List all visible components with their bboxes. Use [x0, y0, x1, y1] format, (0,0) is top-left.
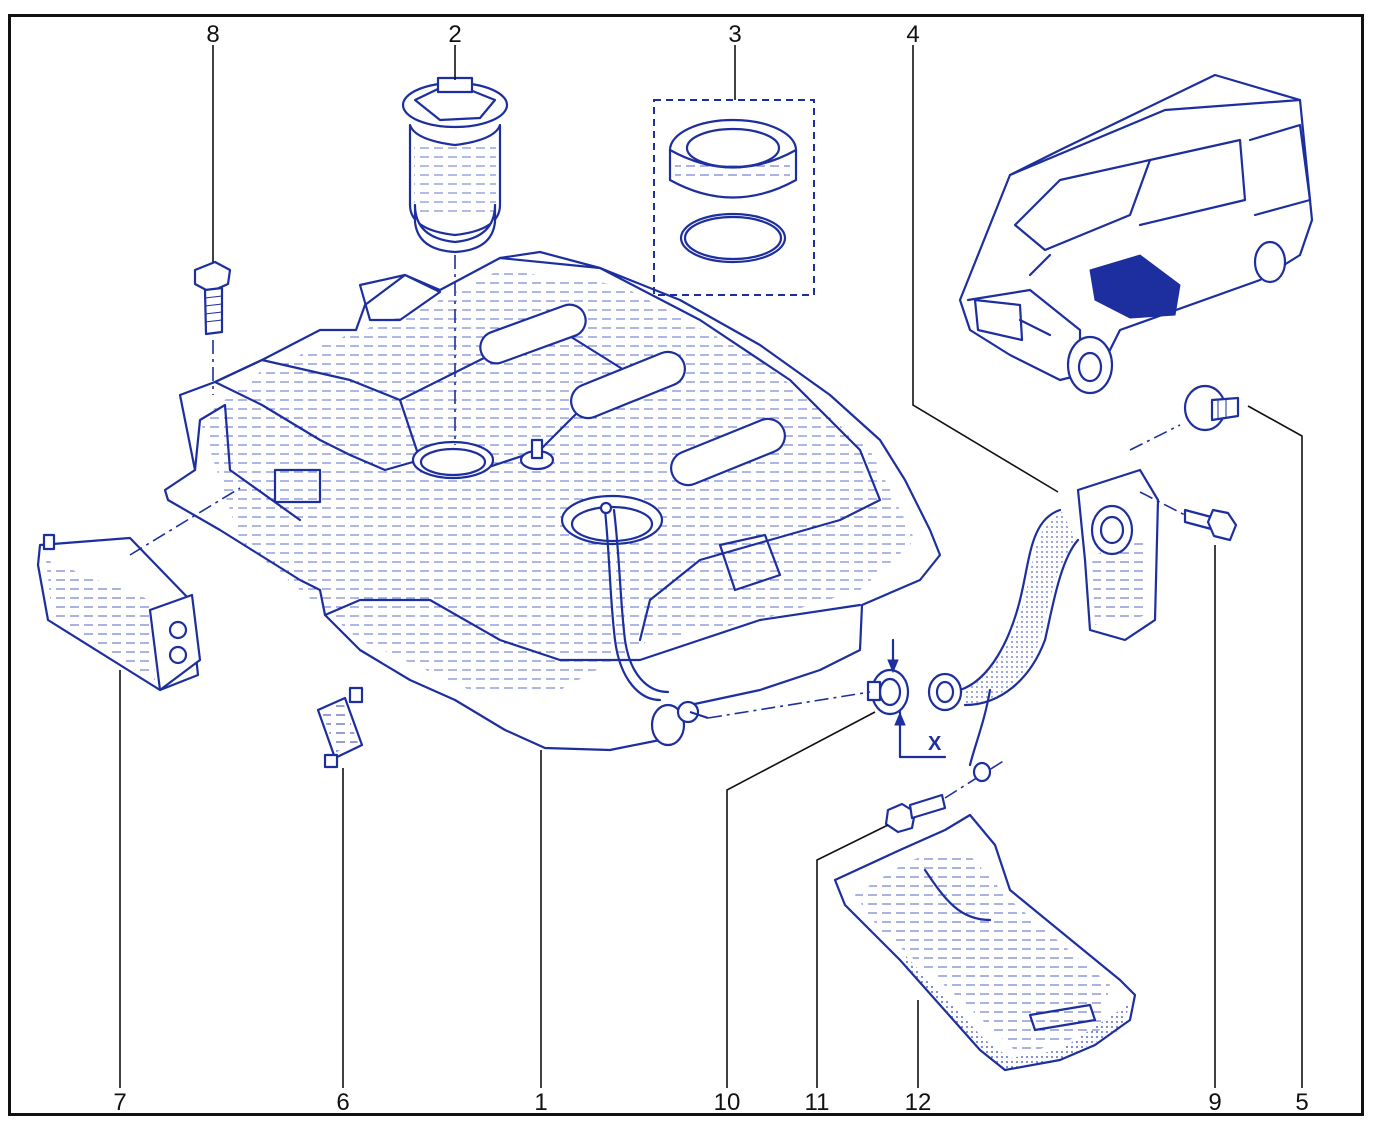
- callout-6: 6: [336, 1089, 349, 1116]
- callout-2: 2: [448, 21, 461, 48]
- callout-3: 3: [728, 21, 741, 48]
- fuel-pump-module: [401, 76, 509, 445]
- callout-7: 7: [113, 1089, 126, 1116]
- callout-11: 11: [805, 1089, 830, 1116]
- heat-shield: [833, 813, 1137, 1072]
- locking-ring-and-seal-kit: [653, 99, 815, 296]
- tank-mounting-bolt: [193, 260, 232, 395]
- section-marker-x: X: [928, 733, 942, 755]
- filler-neck-assembly: [927, 468, 1160, 767]
- van-illustration: [958, 73, 1314, 395]
- filler-cap: [1129, 384, 1240, 451]
- callout-1: 1: [534, 1089, 547, 1116]
- evaporative-canister: [36, 487, 241, 692]
- callout-12: 12: [905, 1089, 932, 1116]
- fuel-tank: [163, 250, 942, 752]
- callout-10: 10: [714, 1089, 741, 1116]
- callout-4: 4: [906, 21, 919, 48]
- hose-clamp: [707, 638, 947, 759]
- callout-8: 8: [206, 21, 219, 48]
- callout-9: 9: [1208, 1089, 1221, 1116]
- callout-5: 5: [1295, 1089, 1308, 1116]
- fuel-filter: [316, 686, 364, 769]
- leader-lines: [119, 45, 1303, 1088]
- shield-screw: [884, 759, 1006, 834]
- filler-neck-bolt: [1139, 491, 1238, 542]
